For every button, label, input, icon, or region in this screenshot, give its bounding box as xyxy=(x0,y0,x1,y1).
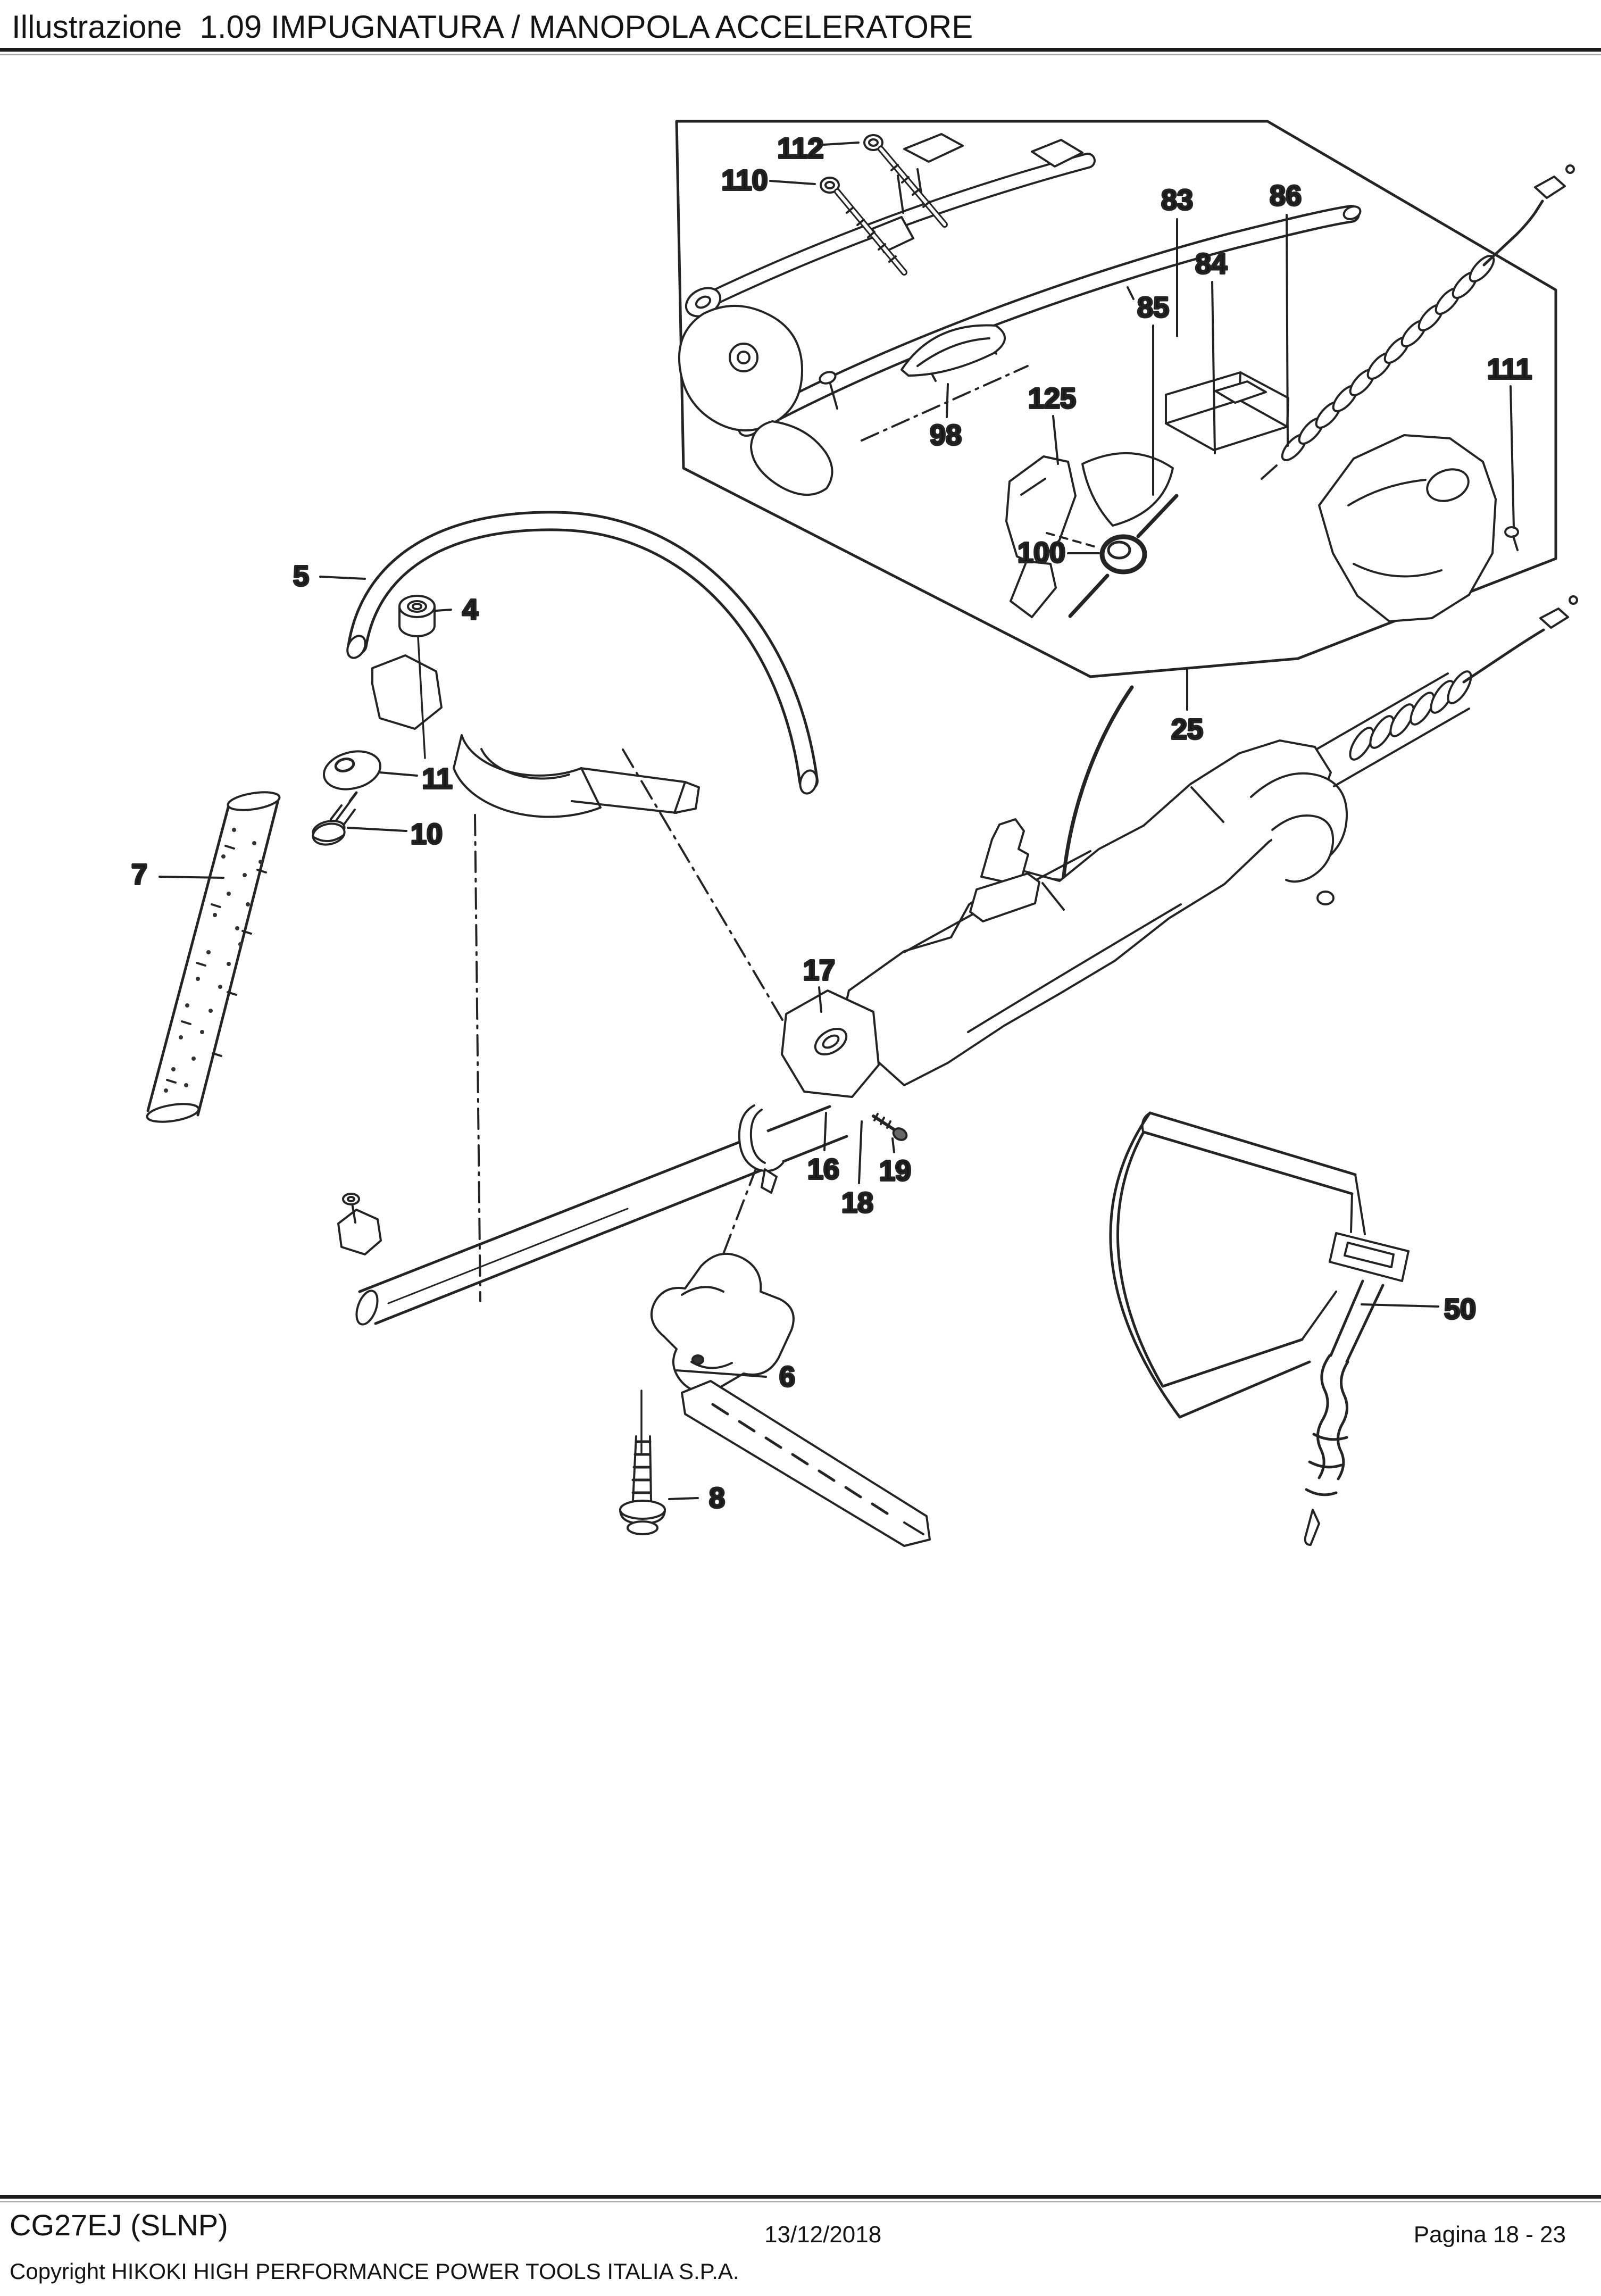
footer-model: CG27EJ (SLNP) xyxy=(10,2208,228,2242)
part-label-83: 83 xyxy=(1161,184,1193,216)
switch-block xyxy=(1165,371,1289,451)
nut-4 xyxy=(398,595,436,759)
leader-line-84 xyxy=(1211,281,1216,454)
throttle-cable xyxy=(1261,164,1575,480)
leader-line-86 xyxy=(1286,214,1289,447)
leader-line-110 xyxy=(769,180,816,185)
header-rule-shadow xyxy=(0,54,1601,55)
leader-line-112 xyxy=(822,142,860,146)
part-label-25: 25 xyxy=(1171,713,1203,745)
footer-copyright: Copyright HIKOKI HIGH PERFORMANCE POWER … xyxy=(10,2259,739,2284)
clamp-6 xyxy=(640,1252,931,1547)
leader-line-18 xyxy=(858,1120,863,1184)
leader-line-125 xyxy=(1052,415,1059,465)
housing-clamp-arms xyxy=(1250,772,1348,905)
projection-lines-inset xyxy=(861,365,1029,442)
grommet-100 xyxy=(1046,494,1179,618)
footer-page-number: Pagina 18 - 23 xyxy=(1413,2222,1566,2248)
page-title: Illustrazione 1.09 IMPUGNATURA / MANOPOL… xyxy=(12,9,973,45)
screw-110 xyxy=(820,177,907,276)
part-label-84: 84 xyxy=(1195,248,1227,280)
leader-line-111 xyxy=(1510,385,1515,529)
part-label-10: 10 xyxy=(411,818,443,850)
part-label-112: 112 xyxy=(777,132,823,164)
part-label-18: 18 xyxy=(841,1187,873,1219)
leader-line-5 xyxy=(319,576,366,580)
leader-line-4 xyxy=(435,609,452,612)
part-label-85: 85 xyxy=(1137,292,1169,323)
part-label-4: 4 xyxy=(462,594,478,626)
part-label-86: 86 xyxy=(1270,180,1302,212)
leader-line-16 xyxy=(823,1112,827,1151)
leader-line-98 xyxy=(946,383,949,418)
shoulder-strap-50 xyxy=(1109,1111,1410,1546)
drive-shaft-tube xyxy=(355,1105,848,1326)
screw-111 xyxy=(1504,526,1519,551)
part-label-98: 98 xyxy=(930,419,962,451)
leader-line-7 xyxy=(159,876,224,879)
leader-line-10 xyxy=(347,827,407,832)
bolt-8 xyxy=(619,1435,666,1535)
loop-handle-clamp xyxy=(371,654,700,818)
part-label-110: 110 xyxy=(721,164,768,196)
part-label-100: 100 xyxy=(1018,537,1065,569)
part-label-17: 17 xyxy=(803,954,835,986)
hanger-bracket-17 xyxy=(781,989,880,1098)
footer-rule xyxy=(0,2195,1601,2199)
leader-line-50 xyxy=(1361,1303,1439,1308)
loop-handle xyxy=(346,511,819,795)
lever-98 xyxy=(900,324,1006,377)
part-label-50: 50 xyxy=(1444,1293,1476,1325)
screw-10 xyxy=(312,791,358,846)
shaft-ring-16 xyxy=(738,1104,784,1194)
leader-line-11 xyxy=(379,771,418,777)
part-label-5: 5 xyxy=(293,560,309,592)
part-label-6: 6 xyxy=(779,1361,795,1393)
foam-grip-7 xyxy=(146,791,281,1123)
part-label-125: 125 xyxy=(1028,382,1076,414)
throttle-trigger-125 xyxy=(1005,452,1174,618)
header-rule xyxy=(0,48,1601,52)
screw-112 xyxy=(863,134,948,228)
shaft-end-bracket xyxy=(337,1193,382,1255)
leader-line-8 xyxy=(668,1497,699,1500)
leader-line-6 xyxy=(676,1369,767,1378)
part-label-7: 7 xyxy=(131,859,147,891)
part-label-19: 19 xyxy=(879,1155,911,1187)
screw-19 xyxy=(872,1113,908,1141)
engine-housing xyxy=(839,739,1332,1086)
cable-spring-main xyxy=(1316,595,1578,787)
part-label-16: 16 xyxy=(807,1153,839,1185)
footer-date: 13/12/2018 xyxy=(764,2222,882,2248)
washer-11 xyxy=(322,750,382,791)
part-label-111: 111 xyxy=(1487,353,1532,385)
part-label-8: 8 xyxy=(709,1482,725,1514)
footer-rule-shadow xyxy=(0,2201,1601,2202)
part-label-11: 11 xyxy=(422,763,452,795)
leader-line-19 xyxy=(891,1137,895,1153)
handle-bracket-left xyxy=(678,305,838,496)
leader-line-17 xyxy=(818,986,822,1013)
rear-handle-housing xyxy=(1318,434,1497,622)
